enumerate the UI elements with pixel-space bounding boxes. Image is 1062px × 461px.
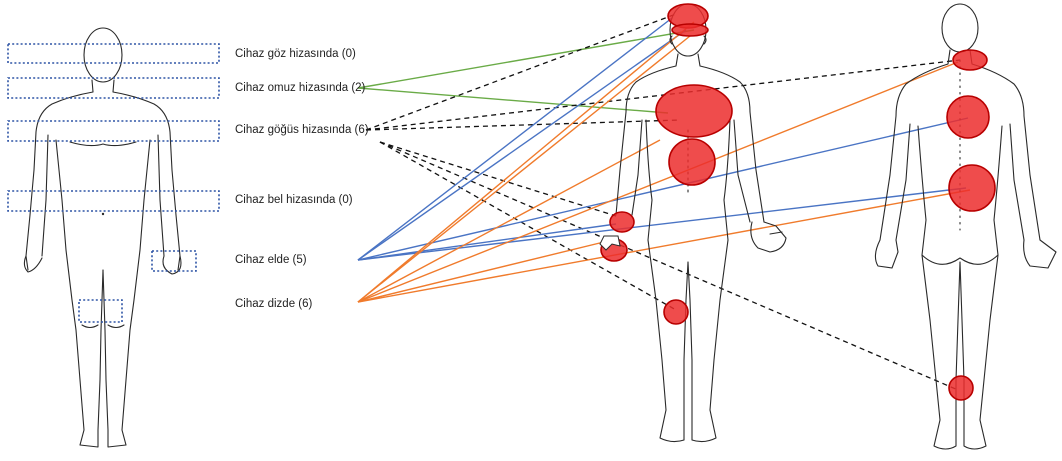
shoulder-level-label: Cihaz omuz hizasında (2) [235, 82, 365, 94]
chest-connector-lines [366, 14, 960, 390]
pain-zone-neck-back [953, 50, 987, 70]
shoulder-connector-lines [358, 30, 694, 113]
hand-connector-lines [358, 18, 968, 260]
left-body-figure [24, 28, 181, 447]
pain-zone-abdomen [669, 139, 715, 185]
waist-level-box [8, 191, 219, 211]
chest-level-label: Cihaz göğüs hizasında (6) [235, 124, 369, 136]
hand-level-box [152, 251, 196, 271]
knee-level-label: Cihaz dizde (6) [235, 298, 312, 310]
pain-zone-upper-back [947, 96, 989, 138]
pain-zone-chest [656, 85, 732, 137]
pain-zone-eyes [672, 24, 708, 36]
chest-level-box [8, 121, 219, 141]
waist-level-label: Cihaz bel hizasında (0) [235, 194, 353, 206]
eye-level-box [8, 44, 219, 63]
pain-zone-knee [664, 300, 688, 324]
knee-connector-lines [358, 22, 970, 302]
pain-zone-wrist [610, 212, 634, 232]
knee-level-box [79, 300, 122, 322]
pain-zone-lower-back [949, 165, 995, 211]
hand-level-label: Cihaz elde (5) [235, 254, 307, 266]
pain-zone-calf [949, 376, 973, 400]
eye-level-label: Cihaz göz hizasında (0) [235, 48, 356, 60]
front-body-figure [616, 4, 786, 442]
